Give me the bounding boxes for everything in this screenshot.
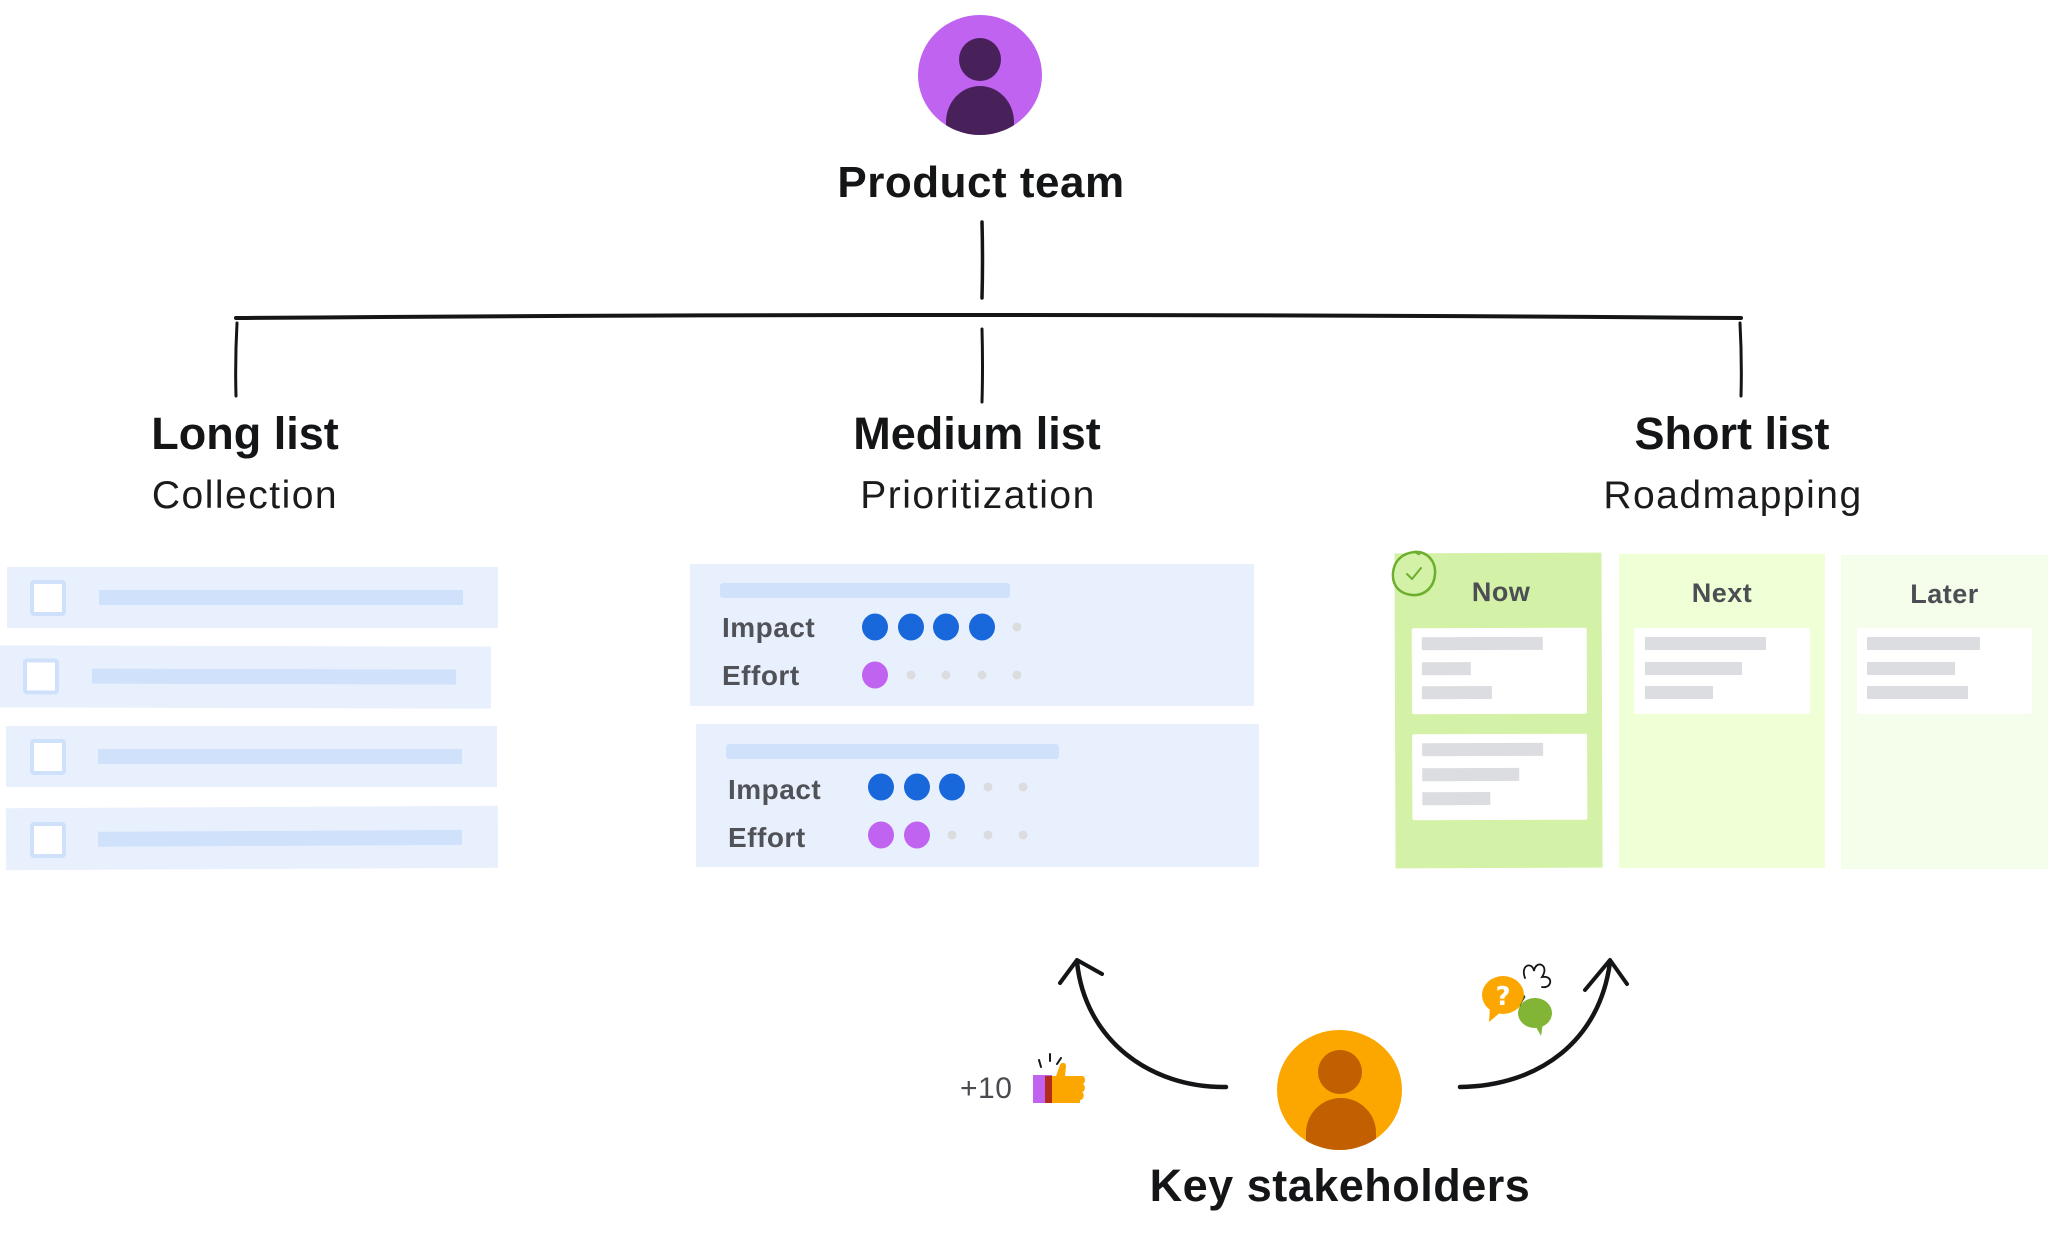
column-header: Later bbox=[1910, 579, 1979, 609]
long-list-title: Long list bbox=[151, 408, 339, 459]
key-stakeholders-label: Key stakeholders bbox=[1149, 1160, 1531, 1211]
branch-line-medium bbox=[980, 327, 984, 404]
impact-dot-filled bbox=[968, 613, 995, 641]
short-list-title: Short list bbox=[1634, 408, 1830, 459]
long-list-subtitle: Collection bbox=[151, 474, 339, 517]
effort-dot-filled bbox=[903, 821, 930, 849]
effort-dot-filled bbox=[868, 821, 894, 849]
effort-dot-empty bbox=[977, 670, 986, 680]
branch-line-short bbox=[1738, 321, 1743, 398]
roadmap-card[interactable] bbox=[1411, 627, 1588, 715]
priority-card: Impact Effort bbox=[690, 564, 1254, 706]
vote-count: +10 bbox=[960, 1072, 1013, 1105]
short-list-subtitle: Roadmapping bbox=[1603, 474, 1863, 517]
impact-dot-filled bbox=[868, 773, 894, 801]
list-item bbox=[7, 567, 498, 628]
column-next: Next bbox=[1619, 554, 1825, 868]
list-item bbox=[5, 805, 499, 871]
checkbox[interactable] bbox=[22, 658, 60, 695]
checkbox[interactable] bbox=[29, 821, 67, 859]
card-title-placeholder bbox=[726, 744, 1059, 759]
effort-dot-empty bbox=[983, 830, 992, 840]
effort-dot-empty bbox=[947, 830, 957, 840]
speech-bubbles-icon: ? bbox=[1482, 963, 1552, 1036]
effort-dot-empty bbox=[906, 670, 915, 680]
impact-dot-filled bbox=[939, 773, 965, 801]
medium-list-title: Medium list bbox=[853, 408, 1101, 459]
svg-text:?: ? bbox=[1495, 982, 1510, 1012]
key-stakeholders-avatar bbox=[1277, 1030, 1402, 1150]
effort-label: Effort bbox=[728, 822, 806, 853]
roadmap-card[interactable] bbox=[1412, 733, 1588, 821]
card-title-placeholder bbox=[720, 583, 1010, 598]
impact-dot-filled bbox=[903, 773, 930, 801]
effort-dot-filled bbox=[862, 661, 888, 689]
effort-dot-empty bbox=[941, 670, 951, 680]
effort-dot-empty bbox=[1012, 670, 1022, 680]
impact-label: Impact bbox=[722, 612, 816, 643]
impact-dot-empty bbox=[983, 782, 992, 792]
trunk-line bbox=[980, 220, 985, 300]
roadmap-card[interactable] bbox=[1857, 628, 2032, 714]
impact-dot-filled bbox=[933, 613, 959, 641]
item-text-placeholder bbox=[97, 829, 463, 847]
impact-dot-empty bbox=[1018, 782, 1028, 792]
column-later: Later bbox=[1841, 555, 2048, 869]
list-item bbox=[6, 726, 497, 787]
product-team-avatar bbox=[918, 15, 1042, 135]
impact-dot-filled bbox=[897, 613, 924, 641]
medium-list-subtitle: Prioritization bbox=[860, 474, 1096, 517]
impact-label: Impact bbox=[728, 774, 822, 805]
thumbs-up-icon bbox=[1033, 1053, 1085, 1103]
list-item bbox=[0, 645, 492, 709]
branch-line-long bbox=[234, 321, 239, 398]
item-text-placeholder bbox=[98, 749, 462, 764]
roadmap-card[interactable] bbox=[1634, 628, 1810, 714]
effort-dot-empty bbox=[1018, 830, 1028, 840]
effort-label: Effort bbox=[722, 660, 800, 691]
item-text-placeholder bbox=[99, 590, 463, 605]
impact-dot-empty bbox=[1012, 622, 1022, 632]
checkbox[interactable] bbox=[30, 739, 66, 775]
check-circle-icon bbox=[1391, 550, 1437, 597]
priority-card: Impact Effort bbox=[696, 724, 1259, 867]
product-team-label: Product team bbox=[837, 158, 1125, 207]
column-header: Next bbox=[1691, 578, 1753, 608]
checkbox[interactable] bbox=[30, 580, 66, 616]
branch-bar-line bbox=[234, 313, 1743, 320]
item-text-placeholder bbox=[91, 668, 457, 685]
impact-dot-filled bbox=[862, 613, 888, 641]
